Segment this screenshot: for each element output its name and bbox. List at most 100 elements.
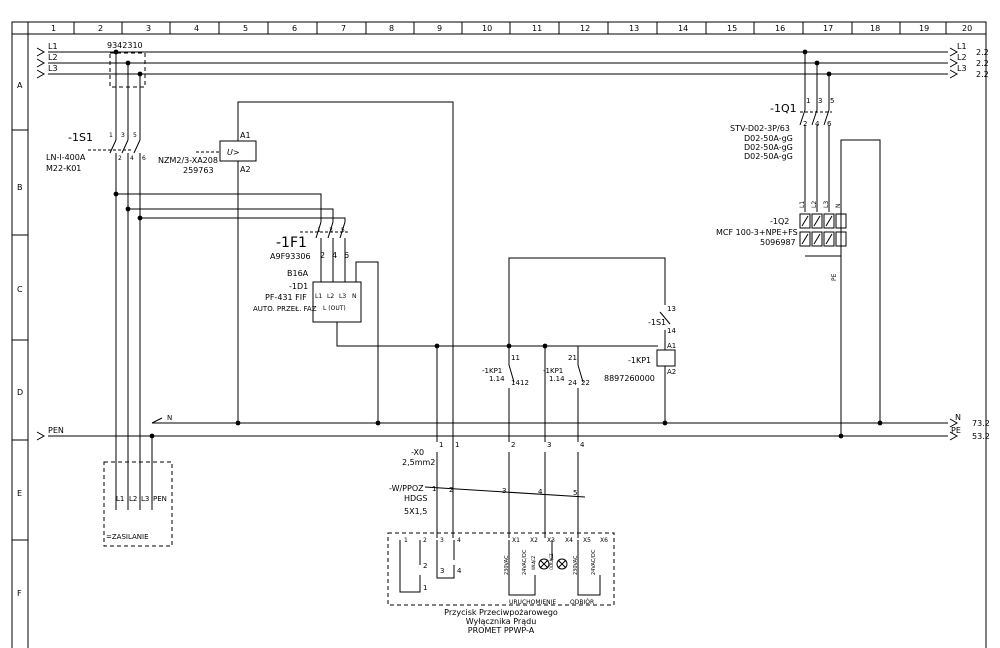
svg-text:16: 16 bbox=[775, 24, 785, 33]
svg-text:B: B bbox=[17, 183, 23, 192]
svg-text:A2: A2 bbox=[240, 165, 251, 174]
supply-terminal-box bbox=[103, 461, 173, 547]
svg-text:-1KP1: -1KP1 bbox=[543, 367, 563, 375]
phase-label-right-l3: L3 bbox=[957, 64, 967, 73]
phase-relay-1d1[interactable] bbox=[312, 281, 362, 323]
svg-text:3: 3 bbox=[502, 487, 506, 495]
svg-text:7: 7 bbox=[341, 24, 346, 33]
svg-text:2: 2 bbox=[511, 441, 515, 449]
ppwp-button-box[interactable] bbox=[387, 532, 615, 606]
svg-text:12: 12 bbox=[580, 24, 590, 33]
svg-text:L3: L3 bbox=[141, 495, 149, 503]
svg-text:1: 1 bbox=[455, 441, 459, 449]
kp1-code: 8897260000 bbox=[604, 374, 655, 383]
svg-text:12: 12 bbox=[520, 379, 529, 387]
svg-text:14: 14 bbox=[678, 24, 688, 33]
svg-text:6: 6 bbox=[142, 155, 146, 162]
phase-bus bbox=[36, 47, 959, 79]
svg-text:PE: PE bbox=[831, 273, 838, 281]
svg-text:4: 4 bbox=[194, 24, 199, 33]
cable-type: HDGS bbox=[404, 494, 427, 503]
svg-text:8: 8 bbox=[389, 24, 394, 33]
svg-text:X2: X2 bbox=[530, 537, 538, 544]
svg-text:N: N bbox=[835, 204, 842, 209]
svg-text:L1: L1 bbox=[116, 495, 124, 503]
lamp-icon bbox=[538, 558, 550, 570]
svg-text:5: 5 bbox=[133, 132, 137, 139]
svg-text:230VAC: 230VAC bbox=[504, 555, 510, 575]
svg-text:4: 4 bbox=[457, 567, 462, 575]
svg-text:2: 2 bbox=[98, 24, 103, 33]
svg-text:4: 4 bbox=[457, 537, 461, 544]
svg-text:4: 4 bbox=[130, 155, 134, 162]
svg-text:2: 2 bbox=[118, 155, 122, 162]
svg-text:A1: A1 bbox=[240, 131, 251, 140]
svg-text:1: 1 bbox=[806, 97, 810, 105]
svg-text:2: 2 bbox=[320, 251, 325, 260]
svg-text:L1: L1 bbox=[799, 201, 806, 208]
svg-text:1: 1 bbox=[423, 584, 427, 592]
row-dividers bbox=[12, 129, 28, 541]
f1-feeders bbox=[116, 193, 348, 282]
svg-text:20: 20 bbox=[962, 24, 972, 33]
label-odbior: ODBIÓR bbox=[570, 599, 594, 606]
svg-text:3: 3 bbox=[440, 537, 444, 544]
pe-ref[interactable]: 53.2 bbox=[972, 432, 990, 441]
svg-text:C: C bbox=[17, 285, 23, 294]
phase-ref-l2[interactable]: 2.2 bbox=[976, 59, 989, 68]
phase-label-l3: L3 bbox=[48, 64, 58, 73]
f1-code: A9F93306 bbox=[270, 252, 311, 261]
svg-text:X4: X4 bbox=[565, 537, 573, 544]
cable-cores: 5X1,5 bbox=[404, 507, 427, 516]
svg-text:A: A bbox=[17, 81, 23, 90]
svg-text:WŁĄCZ: WŁĄCZ bbox=[531, 555, 536, 570]
svg-text:E: E bbox=[17, 489, 22, 498]
svg-text:D02-50A-gG: D02-50A-gG bbox=[744, 152, 793, 161]
svg-text:21: 21 bbox=[568, 354, 577, 362]
svg-text:22: 22 bbox=[581, 379, 590, 387]
svg-text:N: N bbox=[352, 293, 357, 300]
d1-tag: -1D1 bbox=[289, 282, 308, 291]
svg-text:L2: L2 bbox=[129, 495, 137, 503]
svg-text:F: F bbox=[17, 589, 22, 598]
n-ref[interactable]: 73.2 bbox=[972, 419, 990, 428]
q1-model: STV-D02-3P/63 bbox=[730, 124, 790, 133]
svg-text:6: 6 bbox=[344, 251, 349, 260]
svg-text:3: 3 bbox=[818, 97, 822, 105]
svg-text:15: 15 bbox=[727, 24, 737, 33]
svg-text:5: 5 bbox=[830, 97, 834, 105]
kp1-coil[interactable] bbox=[656, 349, 676, 367]
svg-text:D: D bbox=[17, 388, 23, 397]
svg-text:24VAC/DC: 24VAC/DC bbox=[591, 549, 597, 575]
svg-text:L (OUT): L (OUT) bbox=[323, 305, 346, 312]
q2-surge-protector[interactable] bbox=[799, 213, 847, 247]
phase-label-l2: L2 bbox=[48, 53, 58, 62]
svg-text:2: 2 bbox=[423, 537, 427, 544]
q1-wiring bbox=[799, 52, 881, 436]
s1-tag: -1S1 bbox=[68, 131, 93, 144]
svg-text:X6: X6 bbox=[600, 537, 608, 544]
svg-text:1: 1 bbox=[439, 441, 443, 449]
svg-text:X1: X1 bbox=[512, 537, 520, 544]
svg-text:3: 3 bbox=[547, 441, 551, 449]
phase-ref-l1[interactable]: 2.2 bbox=[976, 48, 989, 57]
nzm-code: 259763 bbox=[183, 166, 214, 175]
svg-text:1: 1 bbox=[51, 24, 56, 33]
lamp-icon bbox=[556, 558, 568, 570]
svg-text:L3: L3 bbox=[823, 201, 830, 208]
s1-model1: LN-I-400A bbox=[46, 153, 86, 162]
kp1-tag: -1KP1 bbox=[628, 356, 651, 365]
n-label-right: N bbox=[955, 413, 961, 422]
pe-label-right: PE bbox=[951, 426, 961, 435]
phase-label-right-l1: L1 bbox=[957, 42, 967, 51]
s1-wiring bbox=[88, 52, 153, 510]
x0-tag: -X0 bbox=[411, 448, 424, 457]
svg-text:PEN: PEN bbox=[153, 495, 167, 503]
svg-text:2: 2 bbox=[423, 562, 427, 570]
phase-ref-l3[interactable]: 2.2 bbox=[976, 70, 989, 79]
svg-text:X3: X3 bbox=[547, 537, 555, 544]
label-uruch: URUCHOMIENIE bbox=[509, 599, 556, 606]
svg-text:3: 3 bbox=[121, 132, 125, 139]
